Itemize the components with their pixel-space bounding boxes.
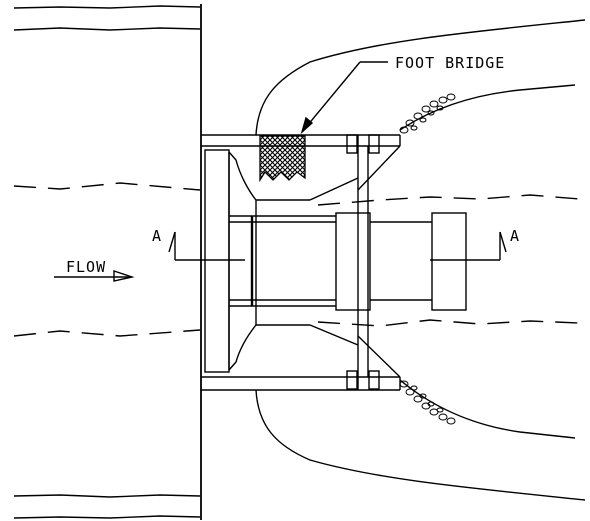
water-line-upper [13, 182, 581, 206]
foot-bridge-label: FOOT BRIDGE [395, 54, 505, 72]
pipe-bottom-edge [13, 494, 201, 519]
section-marker-left [168, 231, 245, 261]
flow-label: FLOW [66, 258, 106, 276]
riprap-lower [399, 380, 456, 425]
flow-arrow [54, 270, 135, 282]
water-line-lower [13, 319, 581, 337]
scour-inner-upper [399, 84, 576, 131]
inlet-transition [204, 149, 359, 373]
bridge-leader [300, 61, 388, 135]
riprap-upper [399, 93, 456, 134]
gate-assembly [229, 212, 467, 311]
foot-bridge-block [259, 135, 306, 183]
scour-outline-lower [255, 389, 586, 501]
section-label-left: A [152, 227, 162, 245]
section-label-right: A [510, 227, 520, 245]
bridge-posts [346, 134, 380, 390]
pipe-top-edge [13, 5, 201, 31]
section-marker-right [430, 231, 507, 261]
scour-outline-upper [255, 19, 586, 136]
